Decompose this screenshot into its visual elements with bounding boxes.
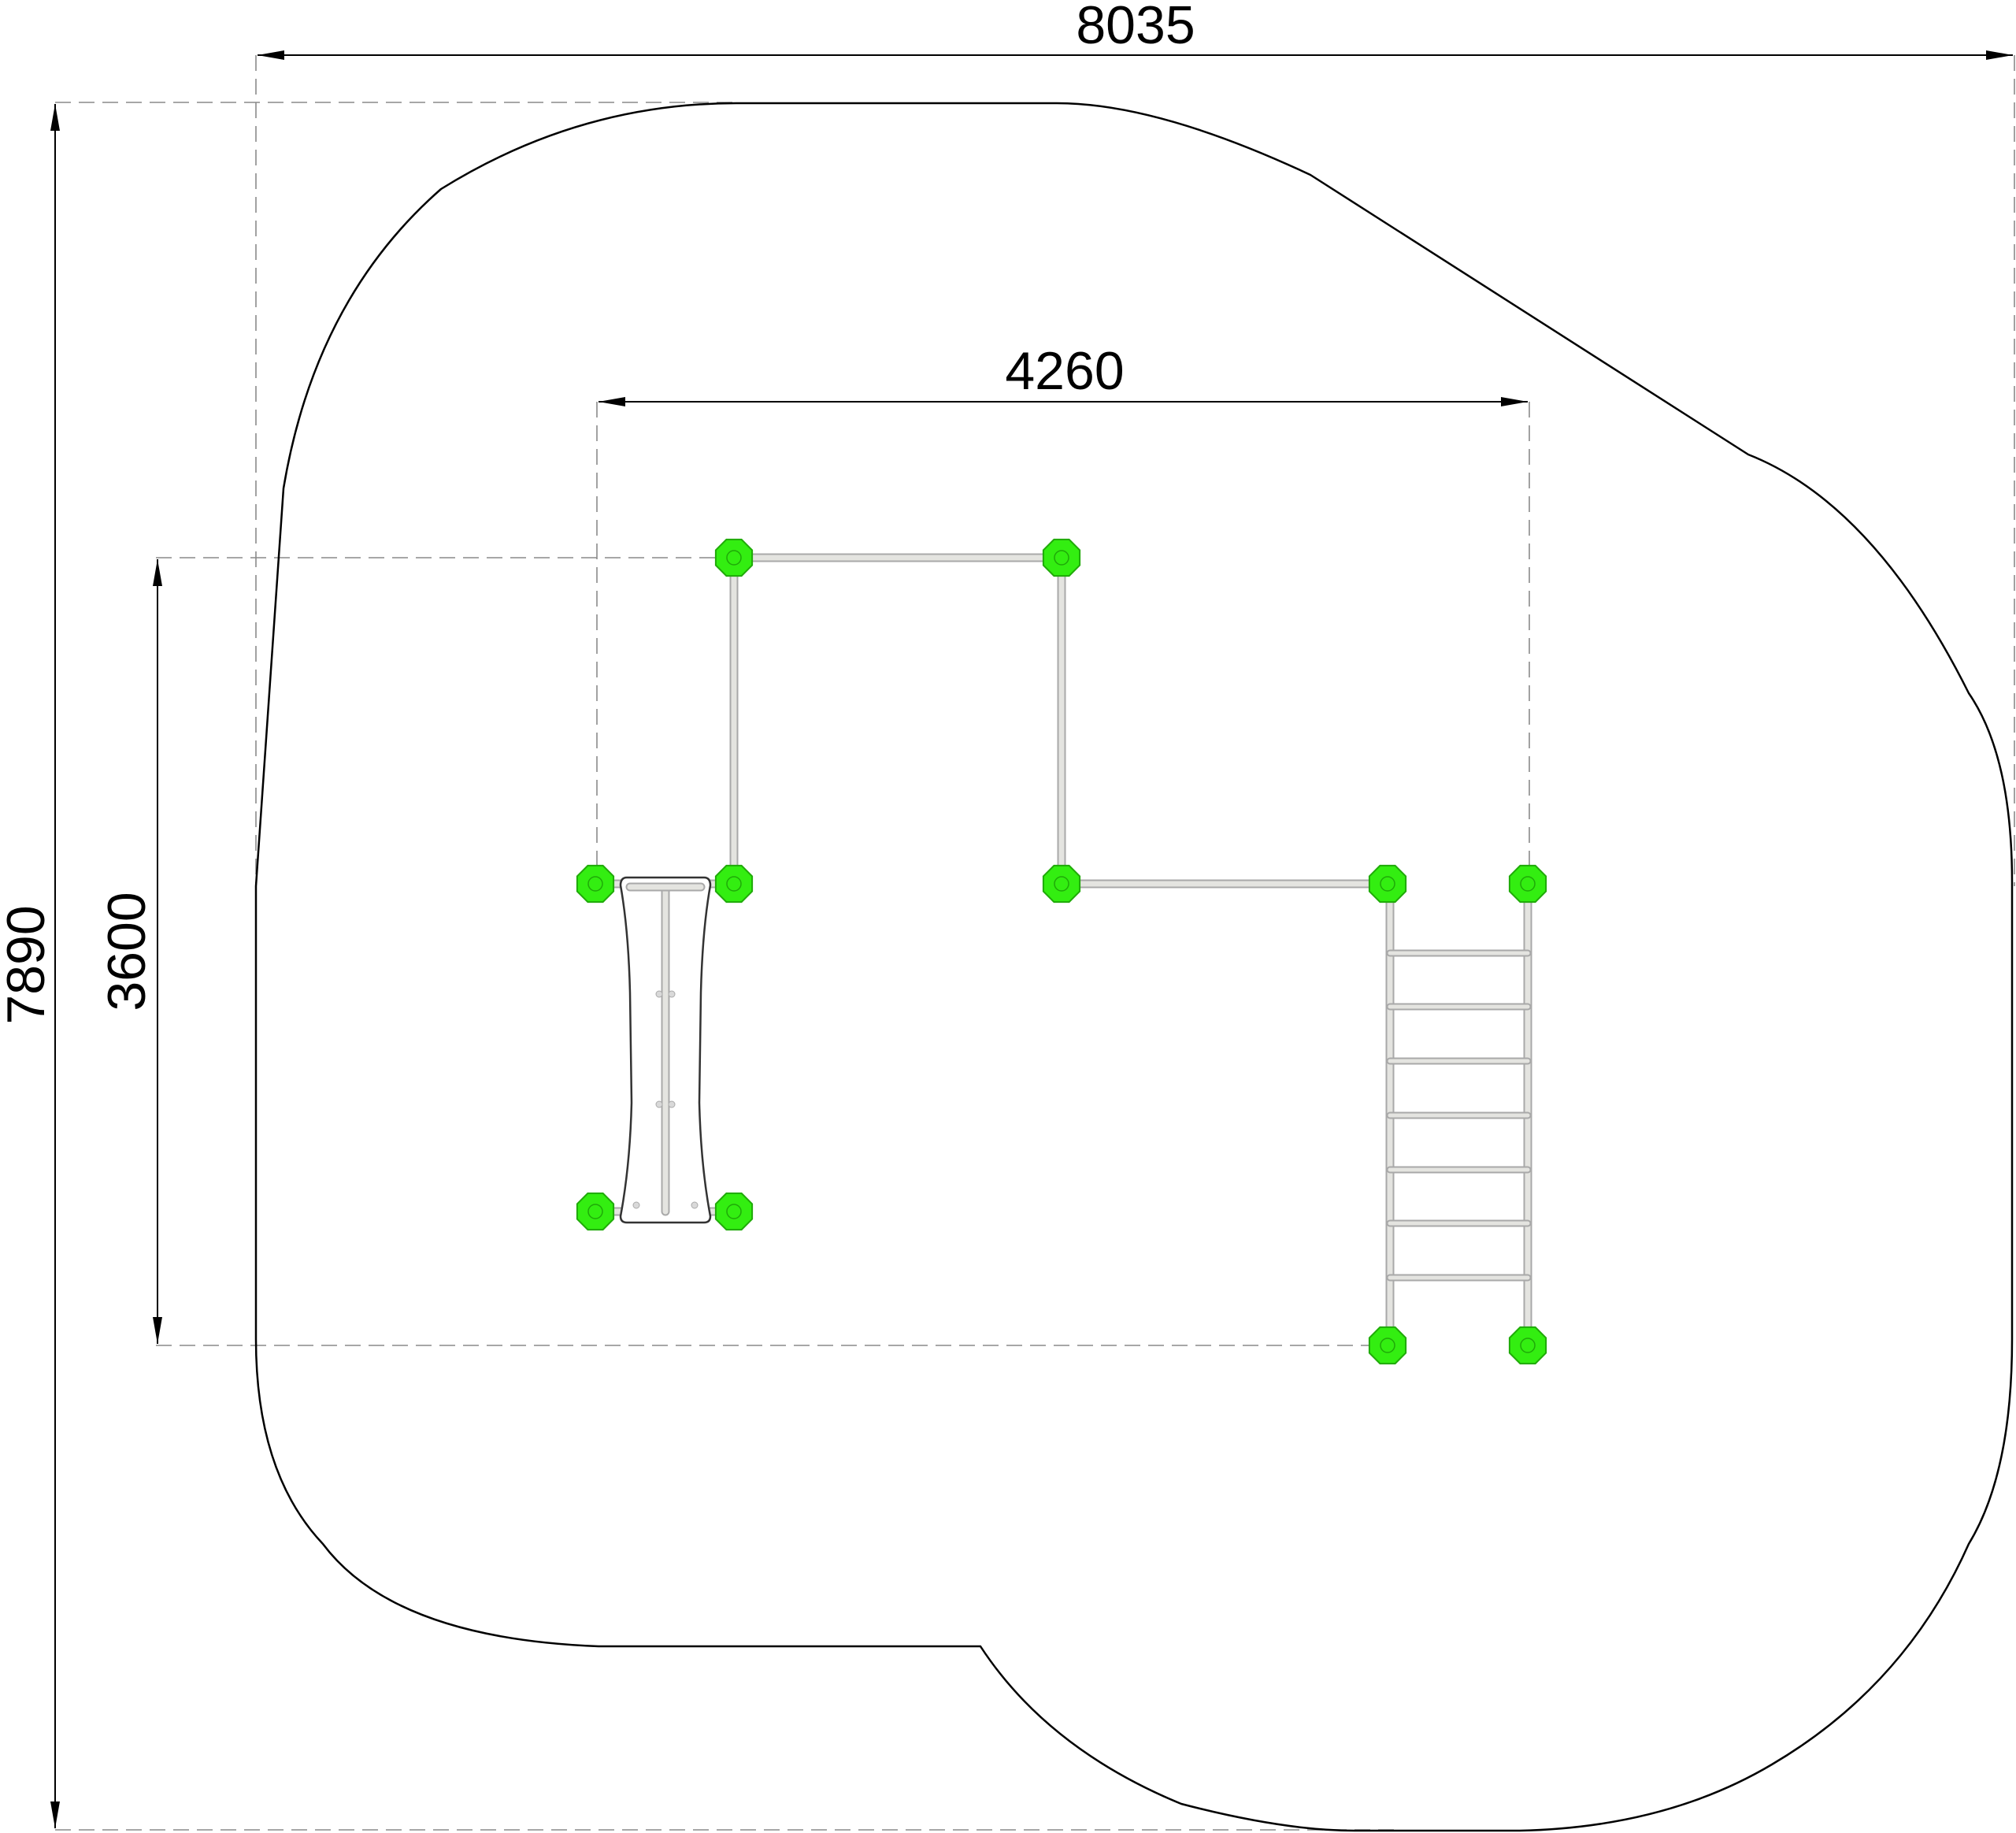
post-marker bbox=[1508, 1326, 1547, 1365]
post-cap bbox=[1054, 550, 1069, 566]
posts bbox=[576, 538, 1547, 1365]
post-cap bbox=[726, 1204, 742, 1219]
post-marker bbox=[576, 864, 615, 904]
post-marker bbox=[1042, 864, 1081, 904]
overall-height-label: 7890 bbox=[0, 905, 56, 1024]
post-cap bbox=[587, 1204, 603, 1219]
balance-beam bbox=[591, 876, 739, 1224]
post-cap bbox=[1520, 876, 1536, 892]
safety-zone-outline bbox=[254, 102, 2014, 1832]
equipment-height-label: 3600 bbox=[97, 892, 157, 1011]
post-marker bbox=[1042, 538, 1081, 577]
post-cap bbox=[1380, 876, 1395, 892]
post-cap bbox=[1520, 1338, 1536, 1353]
post-cap bbox=[1054, 876, 1069, 892]
post-cap bbox=[726, 550, 742, 566]
dimension-lines bbox=[50, 50, 2013, 1828]
post-cap bbox=[726, 876, 742, 892]
post-marker bbox=[1368, 864, 1407, 904]
post-cap bbox=[1380, 1338, 1395, 1353]
post-marker bbox=[714, 538, 754, 577]
post-marker bbox=[714, 864, 754, 904]
post-marker bbox=[714, 1192, 754, 1231]
bar-frame bbox=[729, 553, 1392, 889]
post-marker bbox=[1368, 1326, 1407, 1365]
post-marker bbox=[576, 1192, 615, 1231]
overall-width-label: 8035 bbox=[1076, 0, 1195, 55]
extension-lines bbox=[55, 55, 2015, 1831]
horizontal-ladder bbox=[1385, 879, 1532, 1350]
post-marker bbox=[1508, 864, 1547, 904]
equipment-width-label: 4260 bbox=[1005, 341, 1124, 401]
post-cap bbox=[587, 876, 603, 892]
